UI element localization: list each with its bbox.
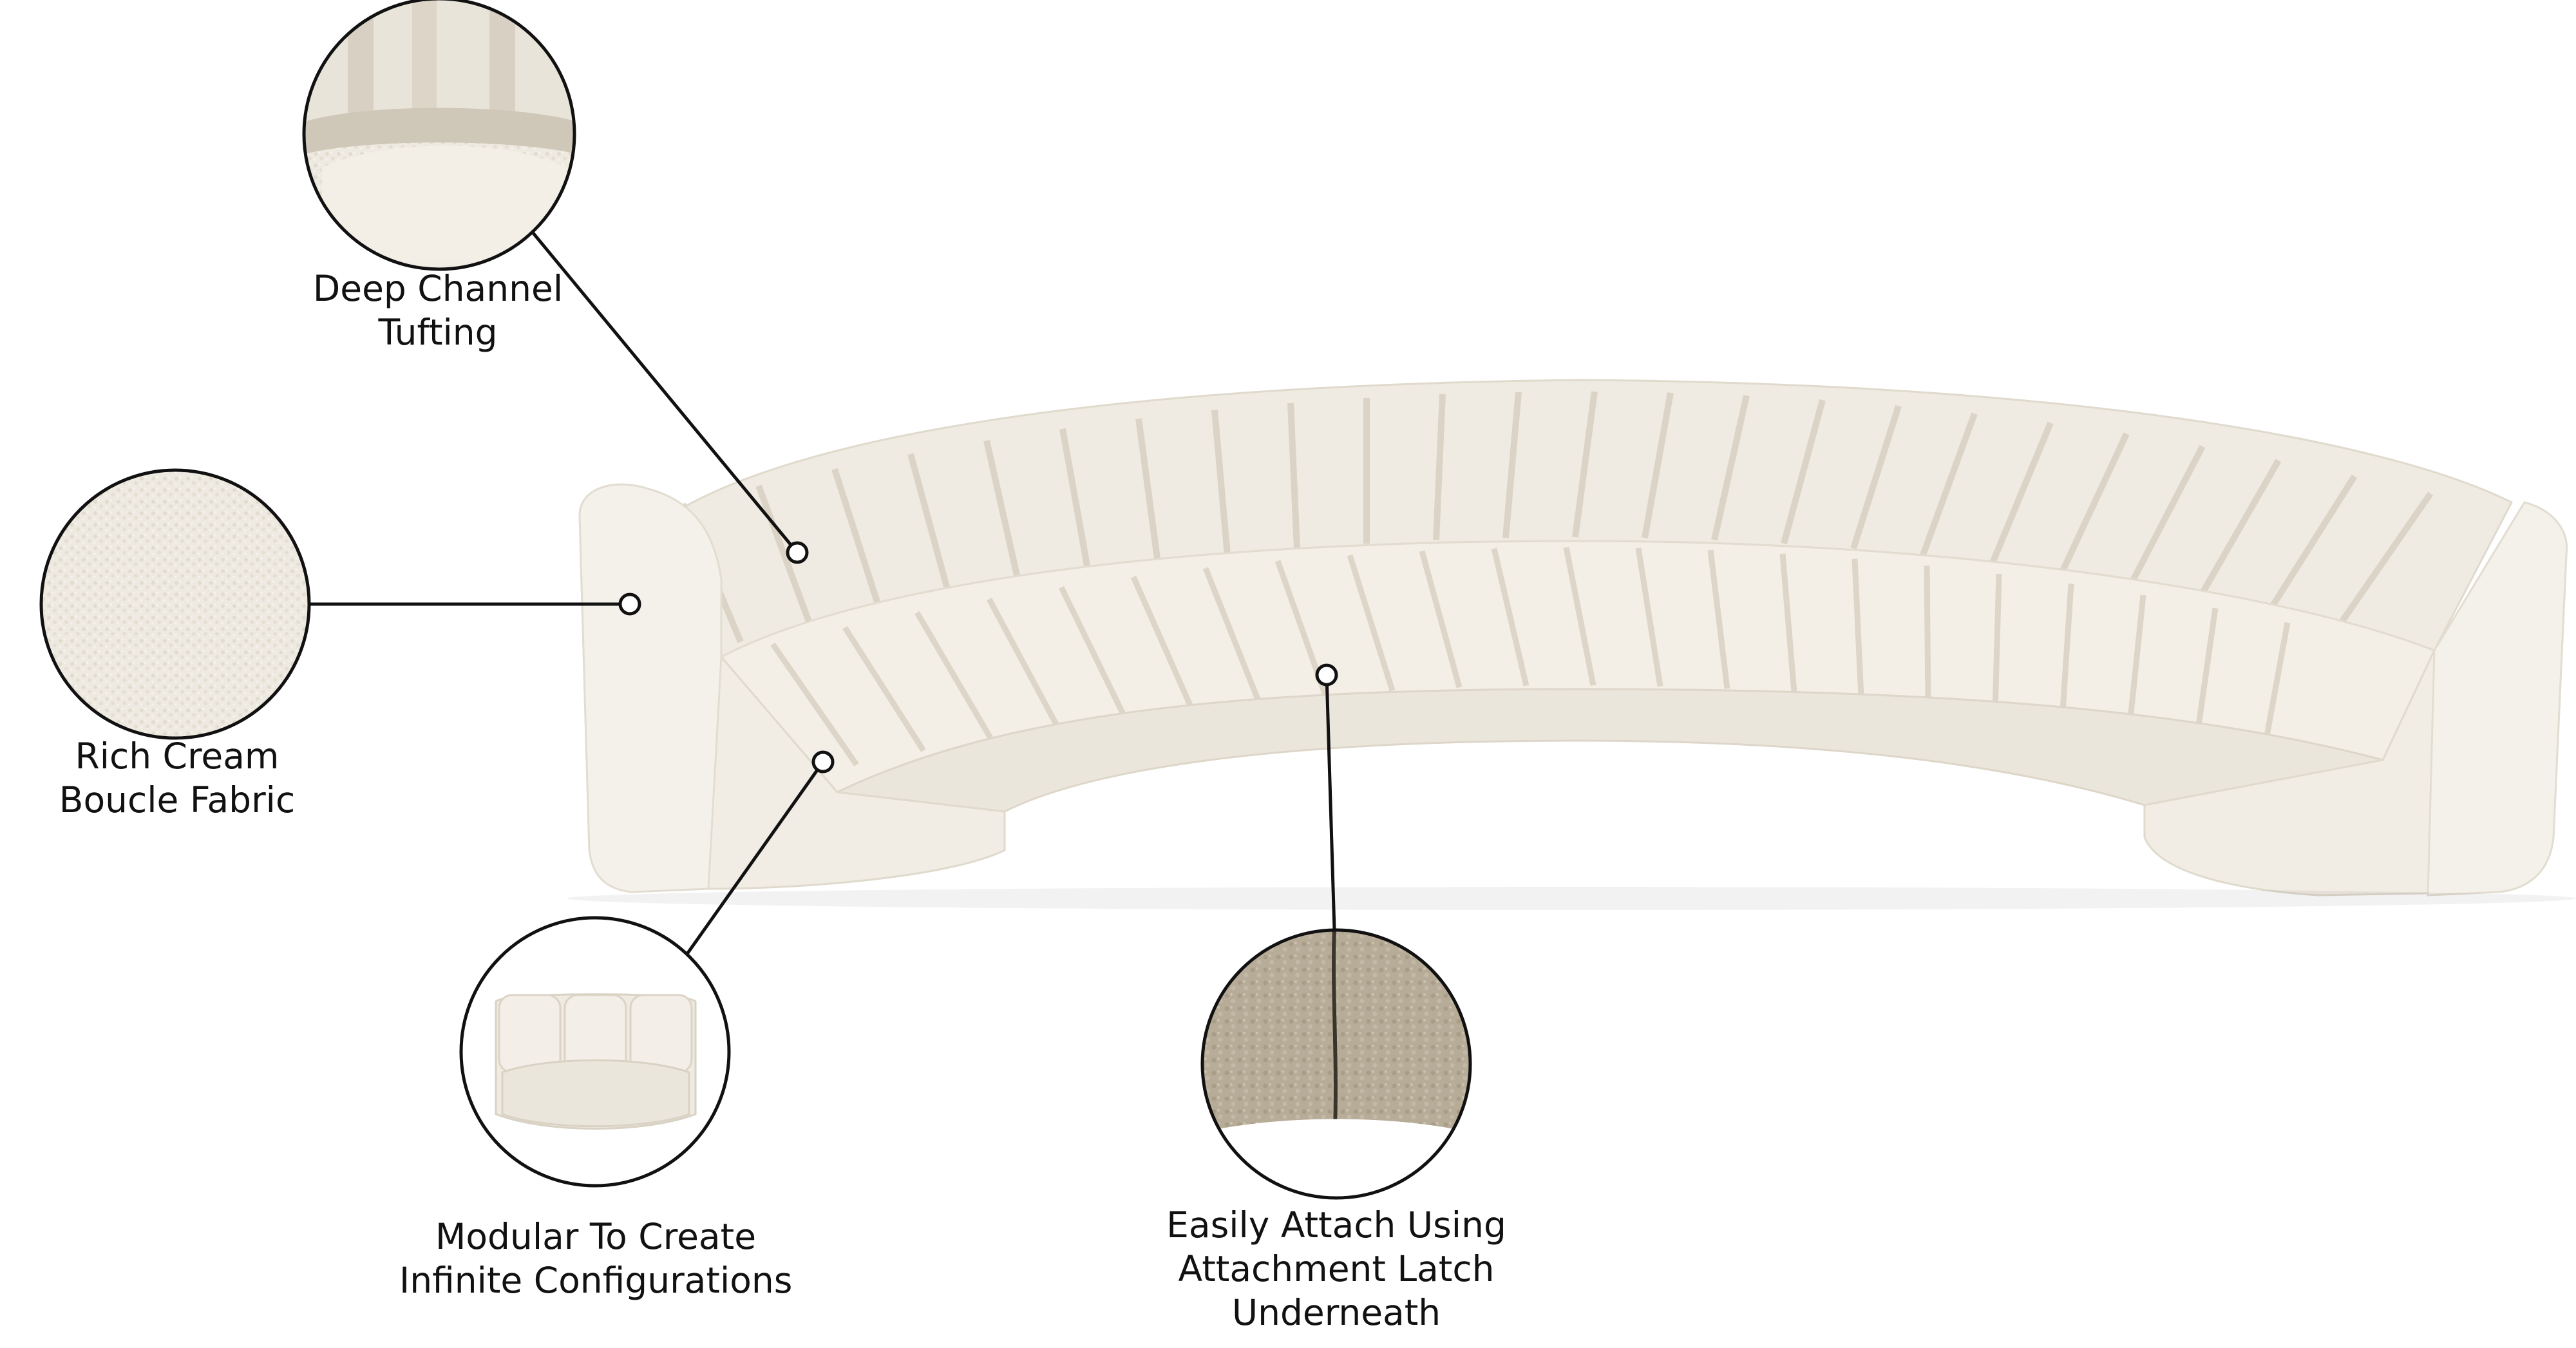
modular-label: Modular To Create Infinite Configuration… [399,1215,792,1302]
seat-channel-seam [1707,549,1730,689]
back-channel-seam [1642,392,1674,538]
latch-label-line2: Attachment Latch [1178,1248,1495,1289]
single-module-chair-icon [459,916,731,1188]
tufting-leader-line [532,232,799,554]
tufting-label: Deep Channel Tufting [309,267,567,354]
seat-channel-seam [1419,550,1463,688]
seat-channel-seam [987,598,1060,728]
back-channel-seam [1502,392,1522,538]
back-channel-seam [1433,394,1446,540]
tufting-label-line1: Deep Channel [312,268,564,309]
seat-channel-seam [1347,554,1396,692]
modular-pointer-dot [811,750,835,774]
seat-channel-seam [1992,573,2002,712]
boucle-fabric-swatch-icon [39,468,311,740]
back-channel-seam [2268,474,2358,611]
fabric-label: Rich Cream Boucle Fabric [45,734,309,822]
back-channel-seam [1781,399,1826,545]
fabric-pointer-dot [618,593,641,616]
seat-channel-seam [2126,594,2146,732]
latch-label-line1: Easily Attach Using [1166,1204,1506,1246]
back-channel-seam [2198,459,2282,597]
back-channel-seam [1989,421,2054,564]
back-channel-seam [1850,404,1902,550]
seat-channel-seam [1563,547,1596,686]
back-channel-seam [1287,403,1300,549]
callout-leader-lines [309,232,1336,971]
modular-label-line2: Infinite Configurations [399,1260,793,1301]
tufting-label-line2: Tufting [378,312,498,353]
sofa-front-face [833,688,2383,813]
back-channel-seam [907,453,952,597]
sofa-left-arm [578,483,723,893]
curved-modular-sofa [567,379,2576,910]
latch-label-line3: Underneath [1231,1292,1441,1333]
back-channel-seam [1572,391,1598,538]
latch-pointer-dot [1315,663,1338,687]
back-channel-seam [983,440,1022,585]
seat-channel-seam [1202,567,1262,702]
back-channel-seam [831,468,883,611]
seat-channel-seam [1491,547,1530,687]
seat-channel-seam [1852,558,1864,698]
back-channel-seam [755,484,813,627]
latch-label: Easily Attach Using Attachment Latch Und… [1159,1203,1513,1334]
seat-channel-seam [842,626,926,752]
fabric-label-line1: Rich Cream [75,736,279,777]
seat-channel-seam [1924,565,1931,705]
back-channel-seam [1711,395,1750,541]
seat-channel-seam [1635,547,1663,687]
back-channel-seam [1211,410,1231,556]
seat-channel-seam [914,611,993,740]
back-channel-seam [1920,412,1978,556]
back-channel-seam [2059,432,2130,574]
seat-channel-seam [1779,553,1797,693]
back-channel-seam [1059,428,1092,574]
seat-channel-seam [1058,585,1128,718]
back-channel-seam [1135,418,1161,564]
back-channel-seam [2337,491,2434,626]
seat-channel-seam [2193,607,2219,745]
seat-channel-seam [770,642,859,766]
modular-leader-line [674,761,825,971]
seat-channel-seam [1130,575,1195,710]
fabric-label-line2: Boucle Fabric [59,779,296,821]
attachment-seam-detail-icon [1200,928,1472,1200]
callout-pointer-dots [618,541,1338,774]
seat-channel-seam [2059,584,2074,721]
back-channel-seam [2128,444,2206,585]
latch-leader-line [1325,674,1336,931]
tufting-pointer-dot [786,541,809,564]
modular-label-line1: Modular To Create [435,1216,757,1257]
sofa-right-arm [2427,501,2568,897]
